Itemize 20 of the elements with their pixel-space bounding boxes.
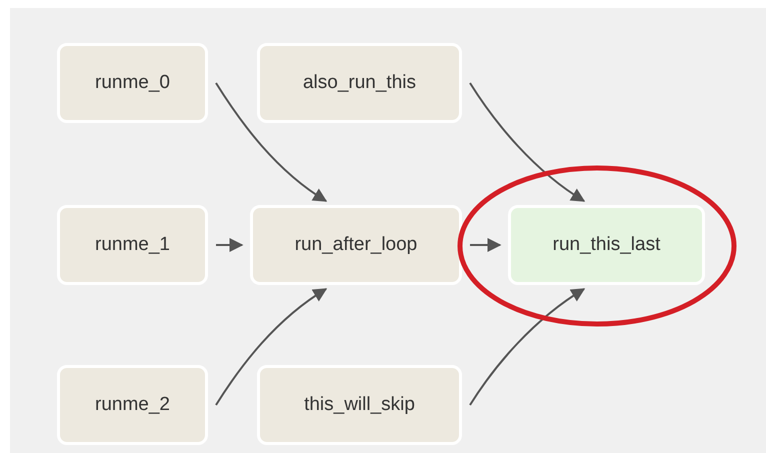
arrow	[469, 82, 586, 202]
task-box	[257, 365, 462, 445]
task-box	[57, 205, 208, 285]
arrow	[469, 288, 586, 406]
task-box	[257, 43, 462, 123]
task-name: also_run_this	[302, 72, 416, 94]
arrow	[216, 238, 244, 252]
arrow	[470, 238, 502, 252]
task-name: runme_2	[95, 394, 170, 416]
task-name: runme_0	[95, 72, 170, 94]
task-name: run_after_loop	[294, 234, 418, 256]
task-name: this_will_skip	[304, 394, 415, 416]
task-box	[57, 43, 208, 123]
arrow	[215, 288, 328, 406]
arrow	[215, 82, 328, 202]
task-name: runme_1	[95, 234, 170, 256]
task-name: run_this_last	[552, 234, 660, 256]
task-box	[508, 205, 705, 285]
task-box	[250, 205, 462, 285]
task-box	[57, 365, 208, 445]
